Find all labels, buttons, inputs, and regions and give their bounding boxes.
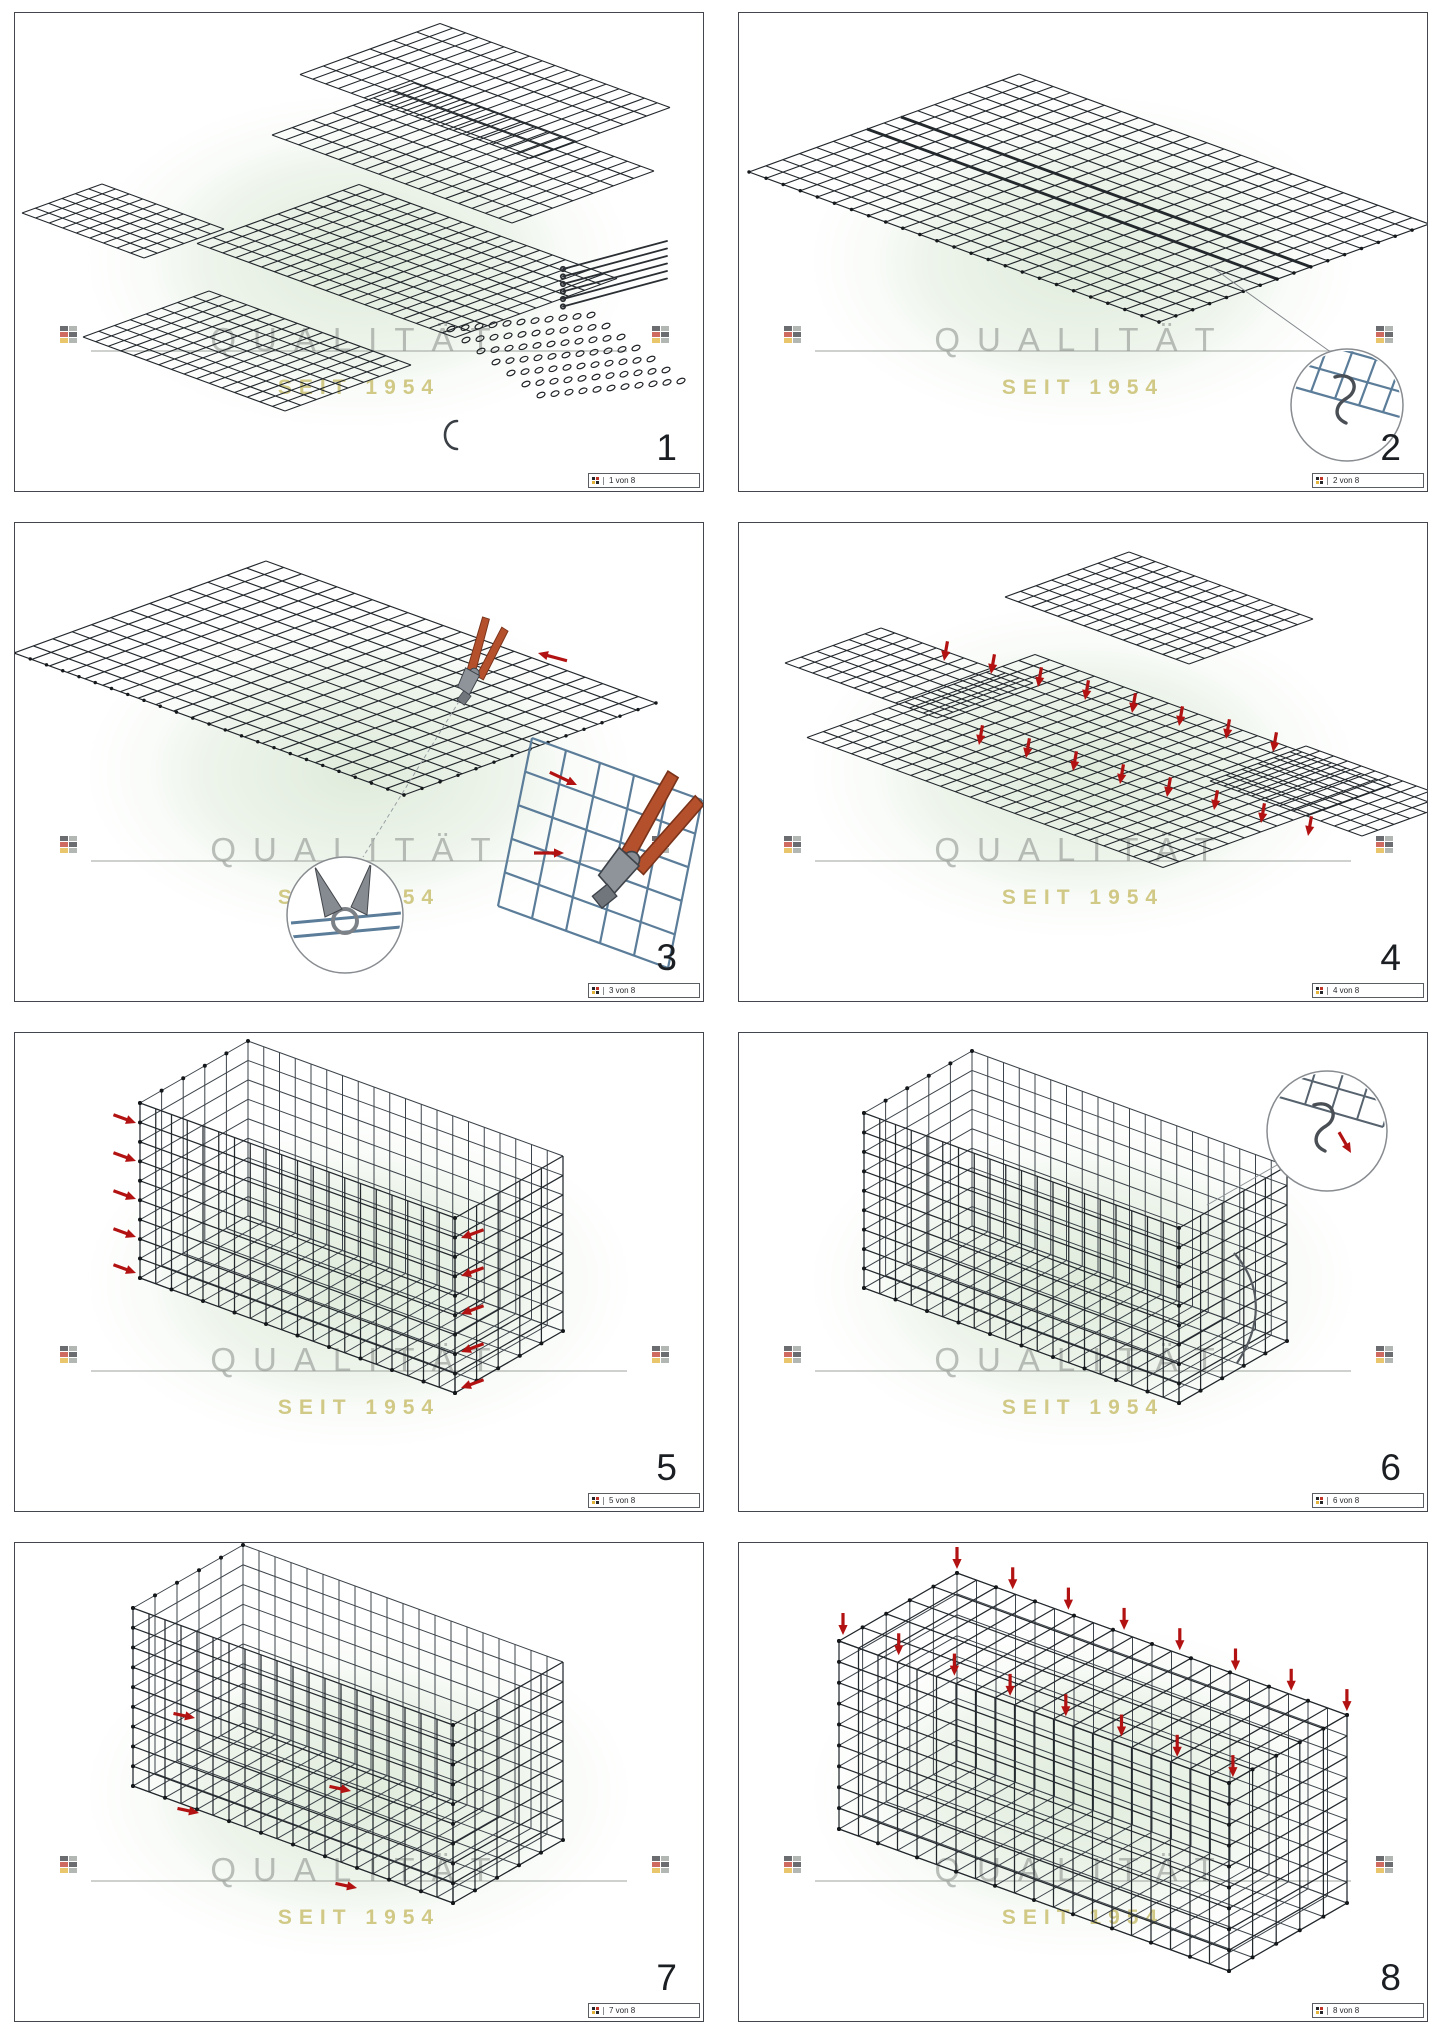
large-mesh-panel [748,73,1427,323]
title-block-logo-icon [1316,987,1323,994]
step-1-parts-overview-drawing [21,22,686,451]
red-arrow-icon [1175,1628,1185,1651]
sheet-caption: 4 von 8 [1327,986,1420,995]
red-arrow-icon [1176,706,1186,726]
step-number: 4 [1380,937,1401,978]
title-block-logo-icon [592,477,599,484]
step-5-assembled-basket-drawing [112,1039,565,1395]
red-arrow-icon [894,1633,904,1656]
title-block-logo-icon [592,1497,599,1504]
step-2-mesh-with-clip-detail-drawing [747,73,1427,462]
red-arrow-icon [941,641,951,661]
center-mesh [806,653,1392,869]
title-block-logo-icon [592,2007,599,2014]
red-arrow-icon [952,1547,962,1569]
title-block-logo-icon [1316,1497,1323,1504]
red-arrow-icon [112,1113,136,1124]
sheet-caption: 7 von 8 [603,2006,696,2015]
step-7-basket-inner-clips-drawing [131,1543,565,1905]
spiral-clip-dots [131,1543,245,1610]
title-block: 4 von 8 [1312,983,1424,998]
step-panel-4: QUALITÄT SEIT 1954 4 4 von 8 [738,522,1428,1002]
red-arrow-icon [112,1189,136,1200]
right-wing-mesh [1209,745,1427,837]
front-wall-mesh [139,1102,456,1394]
wall-panel-mesh [271,82,655,224]
step-number: 3 [656,937,677,978]
title-block-logo-icon [1316,2007,1323,2014]
red-arrow-icon [112,1227,136,1238]
top-wing-mesh [1004,551,1314,665]
title-block-logo-icon [592,987,599,994]
red-arrow-icon [1119,1607,1129,1630]
step-number: 8 [1380,1957,1401,1998]
sheet-caption: 8 von 8 [1327,2006,1420,2015]
red-arrow-icon [538,651,568,663]
detail-callout [286,856,404,974]
title-block-logo-icon [1316,477,1323,484]
red-arrow-icon [1008,1567,1018,1590]
sheet-caption: 6 von 8 [1327,1496,1420,1505]
front-wall-mesh [838,1640,1230,1972]
spiral-clip-dots [747,170,1161,324]
step-6-basket-with-hook-detail-drawing [862,1049,1388,1405]
step-panel-6: QUALITÄT SEIT 1954 6 6 von 8 [738,1032,1428,1512]
callout-leader [362,694,464,858]
back-wall-mesh [247,1040,564,1332]
left-wing-mesh [784,627,1034,719]
step-number: 2 [1380,427,1401,468]
end-panel-mesh [21,183,225,259]
red-arrow-icon [1286,1668,1296,1691]
red-arrow-icon [112,1151,136,1162]
step-3-pliers-crimping-drawing [15,560,703,974]
bottom-panel-mesh [82,290,412,412]
red-arrow-icon [1164,777,1174,797]
step-panel-2: QUALITÄT SEIT 1954 2 2 von 8 [738,12,1428,492]
front-wall-mesh [863,1112,1180,1404]
title-block: 3 von 8 [588,983,700,998]
step-number: 6 [1380,1447,1401,1488]
red-arrow-icon [1342,1689,1352,1712]
red-arrow-icon [1063,1587,1073,1610]
title-block: 2 von 8 [1312,473,1424,488]
sheet-caption: 3 von 8 [603,986,696,995]
title-block: 8 von 8 [1312,2003,1424,2018]
title-block: 7 von 8 [588,2003,700,2018]
title-block: 6 von 8 [1312,1493,1424,1508]
title-block: 5 von 8 [588,1493,700,1508]
sheet-caption: 5 von 8 [603,1496,696,1505]
step-number: 1 [656,427,677,468]
red-arrow-icon [1230,1648,1241,1671]
red-arrow-icon [112,1263,136,1274]
step-number: 5 [656,1447,677,1488]
red-arrow-icon [173,1711,195,1721]
red-arrow-icon [838,1613,848,1635]
step-panel-5: QUALITÄT SEIT 1954 5 5 von 8 [14,1032,704,1512]
red-arrow-icon [335,1881,357,1891]
front-wall-mesh [132,1607,454,1904]
spiral-clip-dots [138,1039,250,1105]
c-clip-icon [443,419,459,451]
detail-callout [1206,1070,1388,1206]
sheet-caption: 1 von 8 [603,476,696,485]
large-mesh-panel [15,560,657,796]
step-number: 7 [656,1957,677,1998]
step-8-closed-lid-drawing [837,1547,1352,1973]
title-block: 1 von 8 [588,473,700,488]
back-wall-mesh [971,1050,1288,1342]
step-panel-8: QUALITÄT SEIT 1954 8 8 von 8 [738,1542,1428,2022]
step-4-cross-layout-drawing [784,551,1427,869]
c-clips-field [446,311,686,399]
pliers-tool [591,770,703,910]
back-wall-mesh [242,1544,564,1841]
step-panel-7: QUALITÄT SEIT 1954 7 7 von 8 [14,1542,704,2022]
step-panel-3: QUALITÄT SEIT 1954 3 3 von 8 [14,522,704,1002]
step-panel-1: QUALITÄT SEIT 1954 1 1 von 8 [14,12,704,492]
red-arrow-icon [329,1784,351,1794]
sheet-caption: 2 von 8 [1327,476,1420,485]
